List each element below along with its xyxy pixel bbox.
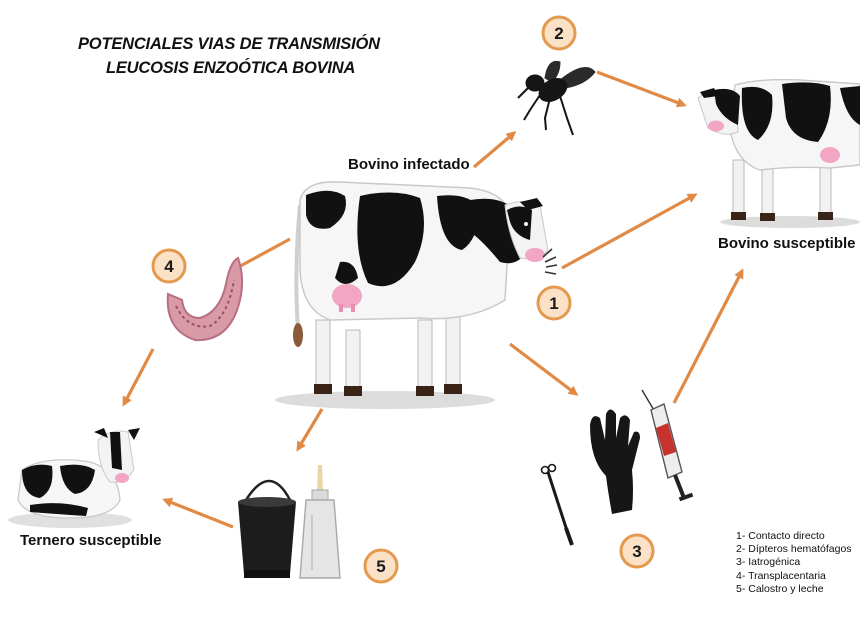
badge-1: 1 <box>538 287 570 319</box>
badge-2: 2 <box>543 17 575 49</box>
arrow-fly-to-susceptible <box>597 72 684 105</box>
badge-3-label: 3 <box>632 542 641 561</box>
label-infected-cow: Bovino infectado <box>348 156 470 173</box>
legend-item-4: 4- Transplacentaria <box>736 570 852 583</box>
forceps-icon <box>542 465 573 546</box>
legend-item-5: 5- Calostro y leche <box>736 583 852 596</box>
arrow-cow-to-instruments <box>510 344 576 394</box>
arrow-cow-to-fly <box>474 133 514 167</box>
legend-item-2: 2- Dípteros hematófagos <box>736 543 852 556</box>
arrow-instruments-to-susceptible <box>674 271 742 403</box>
arrow-cow-to-milk <box>298 409 322 449</box>
badge-2-label: 2 <box>554 24 563 43</box>
legend: 1- Contacto directo 2- Dípteros hematófa… <box>736 530 852 596</box>
syringe-icon <box>642 390 693 501</box>
legend-item-1: 1- Contacto directo <box>736 530 852 543</box>
badge-4-label: 4 <box>164 257 174 276</box>
badge-1-label: 1 <box>549 294 558 313</box>
badge-5: 5 <box>365 550 397 582</box>
arrow-placenta-to-calf <box>124 349 153 404</box>
title-line-2: LEUCOSIS ENZOÓTICA BOVINA <box>106 59 355 78</box>
badge-4: 4 <box>153 250 185 282</box>
arrow-milk-to-calf <box>165 500 233 527</box>
badge-3: 3 <box>621 535 653 567</box>
fly-icon <box>518 61 595 135</box>
label-susceptible-cow: Bovino susceptible <box>718 235 856 252</box>
arrow-cow-to-placenta <box>233 239 290 270</box>
badge-5-label: 5 <box>376 557 385 576</box>
susceptible-cow <box>698 80 860 228</box>
title-line-1: POTENCIALES VIAS DE TRANSMISIÓN <box>78 35 380 54</box>
label-calf: Ternero susceptible <box>20 532 161 549</box>
legend-item-3: 3- Iatrogénica <box>736 556 852 569</box>
infected-cow <box>275 182 548 409</box>
calf-icon <box>8 428 140 528</box>
glove-icon <box>590 410 640 515</box>
milk-bottle-icon <box>300 465 340 578</box>
bucket-icon <box>238 481 296 578</box>
arrow-contact-to-susceptible <box>562 195 695 268</box>
